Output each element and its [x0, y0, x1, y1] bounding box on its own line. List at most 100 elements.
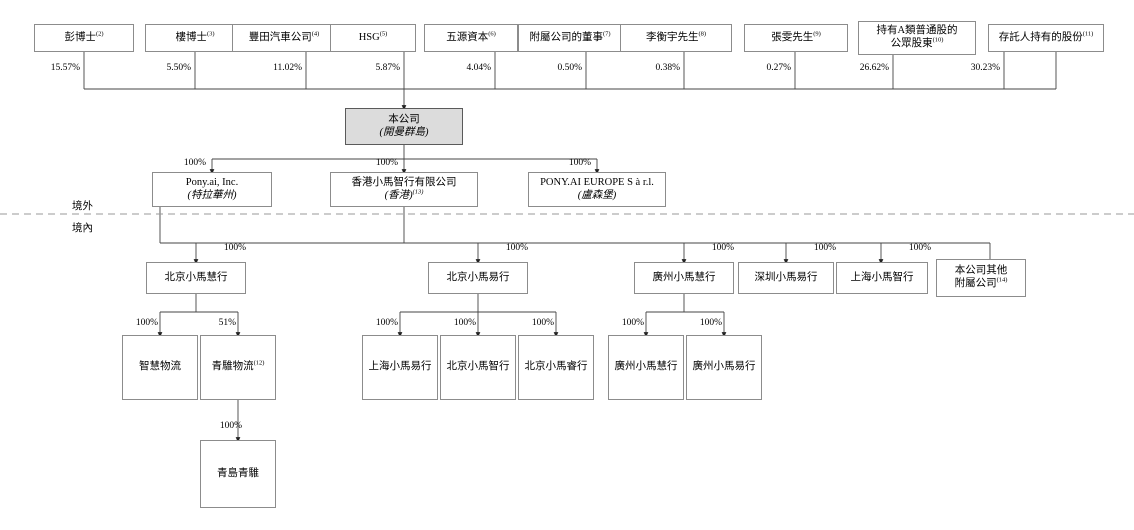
shareholder-box-public-class-a[interactable]: 持有A類普通股的 公眾股東(10)	[858, 21, 976, 55]
footnote-ref: (14)	[996, 276, 1008, 284]
pct-zhihui-wuliu: 100%	[135, 318, 158, 328]
onshore-box-shenzhen-yixing[interactable]: 深圳小馬易行	[738, 262, 834, 294]
entity-name: 上海小馬智行	[850, 271, 914, 283]
footnote-ref: (9)	[813, 30, 821, 38]
shareholder-name-line-1: 持有A類普通股的	[876, 25, 958, 37]
footnote-ref: (13)	[412, 188, 424, 195]
entity-jurisdiction: (盧森堡)	[577, 189, 617, 201]
entity-name: 廣州小馬慧行	[652, 271, 716, 283]
onshore-box-shanghai-zhixing[interactable]: 上海小馬智行	[836, 262, 928, 294]
pct-guangzhou-yixing: 100%	[699, 318, 722, 328]
pct-shanghai-zhixing: 100%	[908, 243, 931, 253]
entity-name: PONY.AI EUROPE S à r.l.	[540, 176, 654, 188]
offshore-box-hk-pony[interactable]: 香港小馬智行有限公司 (香港)(13)	[330, 172, 478, 207]
pct-zhang-wen: 0.27%	[766, 63, 791, 73]
shareholder-box-subsidiary-directors[interactable]: 附屬公司的董事(7)	[518, 24, 622, 52]
shareholder-box-hsg[interactable]: HSG(5)	[330, 24, 416, 52]
footnote-ref: (12)	[253, 359, 265, 367]
pct-beijing-zhixing: 100%	[453, 318, 476, 328]
issuer-box[interactable]: 本公司 (開曼群島)	[345, 108, 463, 145]
entity-name: 青島青騅	[217, 467, 259, 479]
onshore-box-shanghai-yixing[interactable]: 上海小馬易行	[362, 335, 438, 400]
entity-name: 北京小馬智行	[446, 361, 510, 373]
entity-name: 北京小馬睿行	[524, 361, 588, 373]
pct-qingdao-qingzhui: 100%	[219, 421, 242, 431]
pct-beijing-yixing: 100%	[505, 243, 528, 253]
entity-name: Pony.ai, Inc.	[185, 176, 239, 188]
pct-5y-capital: 4.04%	[466, 63, 491, 73]
footnote-ref: (2)	[95, 30, 104, 38]
shareholder-box-depositary-shares[interactable]: 存託人持有的股份(11)	[988, 24, 1104, 52]
onshore-box-guangzhou-huixing[interactable]: 廣州小馬慧行	[634, 262, 734, 294]
footnote-ref: (11)	[1082, 30, 1094, 38]
issuer-name: 本公司	[388, 113, 420, 125]
entity-name: 廣州小馬易行	[692, 361, 756, 373]
footnote-ref: (7)	[602, 30, 611, 38]
entity-jurisdiction: (特拉華州)	[187, 189, 237, 201]
entity-name: 香港小馬智行有限公司	[351, 176, 457, 188]
pct-ponyai-europe: 100%	[568, 158, 591, 168]
footnote-ref: (6)	[488, 30, 496, 38]
entity-name: 青騅物流	[211, 361, 254, 373]
pct-qingzhui-wuliu: 51%	[218, 318, 236, 328]
entity-name-line-2: 附屬公司	[954, 278, 997, 289]
shareholder-name: 樓博士	[175, 31, 207, 43]
onshore-box-beijing-huixing[interactable]: 北京小馬慧行	[146, 262, 246, 294]
shareholder-name: 李衡宇先生	[645, 31, 699, 43]
zone-label-offshore: 境外	[72, 201, 93, 212]
entity-name: 北京小馬慧行	[164, 271, 228, 283]
shareholder-box-peng[interactable]: 彭博士(2)	[34, 24, 134, 52]
pct-beijing-huixing: 100%	[223, 243, 246, 253]
footnote-ref: (8)	[698, 30, 707, 38]
onshore-box-beijing-zhixing[interactable]: 北京小馬智行	[440, 335, 516, 400]
onshore-box-qingdao-qingzhui[interactable]: 青島青騅	[200, 440, 276, 508]
zone-label-onshore: 境內	[72, 223, 93, 234]
pct-lou: 5.50%	[166, 63, 191, 73]
pct-beijing-ruixing: 100%	[531, 318, 554, 328]
pct-guangzhou-huixing-sub: 100%	[621, 318, 644, 328]
pct-hsg: 5.87%	[375, 63, 400, 73]
footnote-ref: (3)	[206, 30, 215, 38]
onshore-box-guangzhou-huixing-sub[interactable]: 廣州小馬慧行	[608, 335, 684, 400]
pct-public-class-a: 26.62%	[859, 63, 889, 73]
footnote-ref: (10)	[932, 36, 944, 44]
pct-subsidiary-directors: 0.50%	[557, 63, 582, 73]
onshore-box-qingzhui-wuliu[interactable]: 青騅物流(12)	[200, 335, 276, 400]
pct-depositary-shares: 30.23%	[970, 63, 1000, 73]
shareholder-box-li-hengyu[interactable]: 李衡宇先生(8)	[620, 24, 732, 52]
shareholder-name: 附屬公司的董事	[529, 31, 603, 43]
issuer-jurisdiction: (開曼群島)	[379, 126, 429, 138]
pct-guangzhou-huixing: 100%	[711, 243, 734, 253]
shareholder-name: HSG	[358, 31, 380, 43]
onshore-box-guangzhou-yixing[interactable]: 廣州小馬易行	[686, 335, 762, 400]
shareholder-box-toyota[interactable]: 豐田汽車公司(4)	[232, 24, 336, 52]
entity-name: 深圳小馬易行	[754, 271, 818, 283]
pct-shenzhen-yixing: 100%	[813, 243, 836, 253]
entity-name: 智慧物流	[139, 361, 181, 373]
entity-name: 上海小馬易行	[368, 361, 432, 373]
onshore-box-beijing-ruixing[interactable]: 北京小馬睿行	[518, 335, 594, 400]
entity-jurisdiction: (香港)	[384, 189, 413, 201]
entity-name: 廣州小馬慧行	[614, 361, 678, 373]
shareholder-name: 彭博士	[64, 31, 96, 43]
offshore-box-ponyai-europe[interactable]: PONY.AI EUROPE S à r.l. (盧森堡)	[528, 172, 666, 207]
shareholder-box-5y-capital[interactable]: 五源資本(6)	[424, 24, 518, 52]
shareholder-name-line-2: 公眾股東	[890, 38, 933, 49]
offshore-box-ponyai-inc[interactable]: Pony.ai, Inc. (特拉華州)	[152, 172, 272, 207]
shareholder-box-lou[interactable]: 樓博士(3)	[145, 24, 245, 52]
shareholder-name: 豐田汽車公司	[248, 31, 312, 43]
entity-name: 北京小馬易行	[446, 271, 510, 283]
onshore-box-other-subsidiaries[interactable]: 本公司其他 附屬公司(14)	[936, 259, 1026, 297]
pct-ponyai-inc: 100%	[183, 158, 206, 168]
pct-peng: 15.57%	[50, 63, 80, 73]
footnote-ref: (4)	[311, 30, 320, 38]
onshore-box-beijing-yixing[interactable]: 北京小馬易行	[428, 262, 528, 294]
entity-name-line-1: 本公司其他	[954, 265, 1008, 277]
shareholder-name: 存託人持有的股份	[998, 31, 1083, 43]
onshore-box-zhihui-wuliu[interactable]: 智慧物流	[122, 335, 198, 400]
shareholder-box-zhang-wen[interactable]: 張雯先生(9)	[744, 24, 848, 52]
pct-li-hengyu: 0.38%	[655, 63, 680, 73]
shareholder-name: 張雯先生	[771, 31, 814, 43]
pct-toyota: 11.02%	[273, 63, 302, 73]
